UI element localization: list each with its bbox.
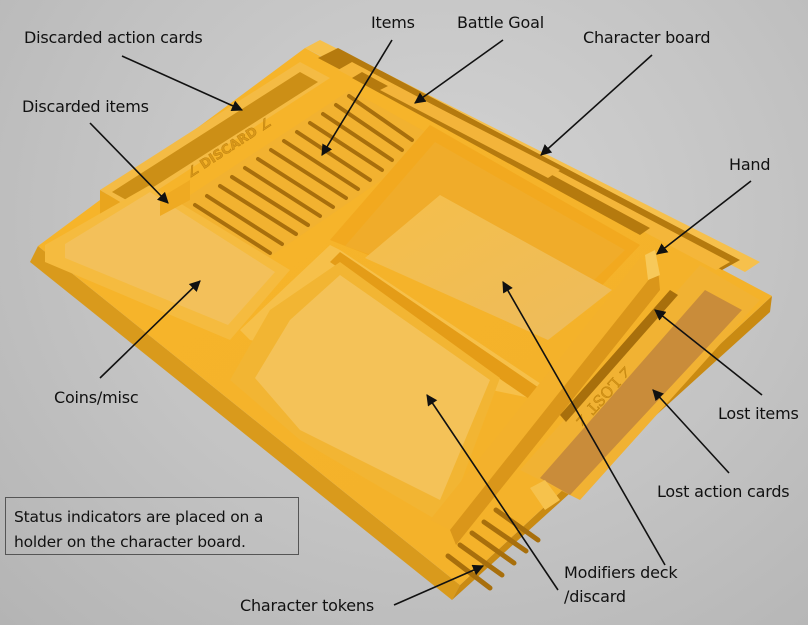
label-modifiers-discard: /discard [564,587,626,606]
label-discarded-action-cards: Discarded action cards [24,28,203,47]
label-lost-items: Lost items [718,404,799,423]
annotation-arrows [89,39,763,606]
label-coins-misc: Coins/misc [54,388,139,407]
arrow-hand [656,180,752,255]
item-slots [175,90,440,262]
arrow-discarded-action-cards [121,55,244,111]
arrow-modifiers-deck-front [426,394,559,591]
arrow-lost-items [654,309,763,396]
label-character-tokens: Character tokens [240,596,374,615]
arrow-battle-goal [414,39,504,104]
modifier-trays [230,125,660,545]
label-character-board: Character board [583,28,711,47]
status-indicators-note: Status indicators are placed on a holder… [5,497,299,555]
note-line-1: Status indicators are placed on a [14,508,264,526]
note-line-2: holder on the character board. [14,533,246,551]
label-discarded-items: Discarded items [22,97,149,116]
arrow-items [321,39,393,156]
arrow-modifiers-deck-back [502,281,666,566]
arrow-coins-misc [99,280,201,379]
arrow-character-board [540,54,653,156]
label-lost-action-cards: Lost action cards [657,482,790,501]
label-items: Items [371,13,415,32]
arrow-character-tokens [393,564,485,606]
label-battle-goal: Battle Goal [457,13,544,32]
label-modifiers-deck: Modifiers deck [564,563,678,582]
token-slots [445,507,541,591]
arrow-lost-action-cards [652,389,730,474]
coins-tray [45,180,290,340]
label-hand: Hand [729,155,771,174]
arrow-discarded-items [89,122,169,204]
